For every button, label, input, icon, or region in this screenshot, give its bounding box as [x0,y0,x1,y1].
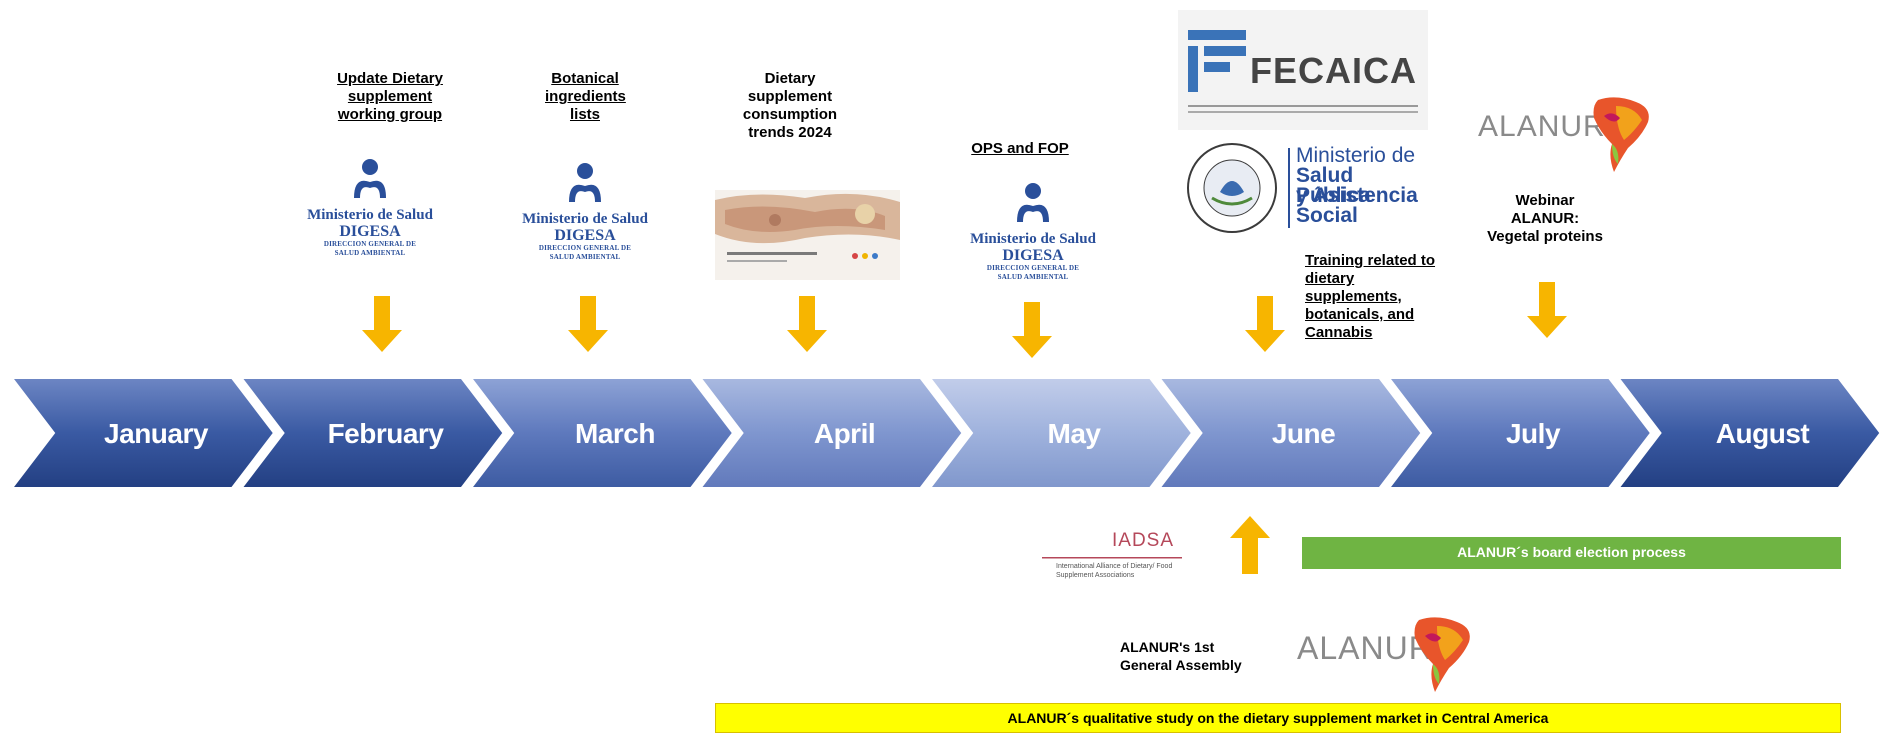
ministerio-person-icon [1017,183,1049,222]
mspas-line3: y Asistencia [1296,184,1418,207]
mspas-line4: Social [1296,204,1358,227]
month-chevron-april [698,377,964,489]
general-assembly-label: ALANUR's 1st General Assembly [1120,639,1242,673]
mspas-divider [1288,148,1290,228]
month-label-february: February [328,418,445,449]
ministerio-line2: DIGESA [1002,247,1064,264]
alanur-continent-icon [1414,617,1470,692]
alanur-name: ALANUR [1297,630,1433,666]
month-label-august: August [1716,418,1810,449]
month-label-january: January [104,418,209,449]
guatemala-seal-icon [1187,143,1277,233]
month-chevron-june [1157,377,1423,489]
july-event-label: Webinar ALANUR: Vegetal proteins [1487,192,1603,245]
fecaica-name: FECAICA [1250,50,1417,91]
mspas-line1: Ministerio de [1296,144,1416,167]
alanur-logo-bottom: ALANUR [1297,612,1477,697]
iadsa-subtitle: International Alliance of Dietary/ Food … [1056,563,1173,579]
arrow-up-icon-june [1230,516,1270,574]
arrow-down-icon-may [1012,302,1052,358]
month-label-july: July [1506,418,1561,449]
arrow-down-icon-july [1527,282,1567,338]
ministerio-line3: DIRECCION GENERAL DE [538,244,632,252]
ministerio-line4: SALUD AMBIENTAL [334,249,406,257]
ministerio-salud-logo-may: Ministerio de Salud DIGESA DIRECCION GEN… [968,182,1098,282]
month-label-june: June [1272,418,1335,449]
ministerio-line4: SALUD AMBIENTAL [997,273,1069,281]
mspas-guatemala-logo: Ministerio de Salud Pública y Asistencia… [1182,140,1432,235]
june-event-label: Training related to dietary supplements,… [1305,252,1436,341]
qualitative-study-bar: ALANUR´s qualitative study on the dietar… [715,703,1841,733]
iadsa-logo: IADSA International Alliance of Dietary/… [1042,530,1182,590]
month-chevron-august [1616,377,1881,489]
month-chevron-february [239,377,505,489]
ministerio-line1: Ministerio de Salud [522,211,648,227]
arrow-down-icon-february [362,296,402,352]
ministerio-salud-logo-february: Ministerio de Salud DIGESA DIRECCION GEN… [305,158,435,258]
board-election-bar: ALANUR´s board election process [1302,537,1841,569]
february-event-label: Update Dietary supplement working group [337,70,443,123]
fecaica-logo: FECAICA [1178,10,1428,130]
ministerio-line2: DIGESA [554,227,616,244]
iadsa-name: IADSA [1112,530,1175,551]
arrow-down-icon-june [1245,296,1285,352]
arrow-down-icon-march [568,296,608,352]
month-label-march: March [575,418,655,449]
ministerio-line1: Ministerio de Salud [307,207,433,223]
month-label-april: April [814,418,875,449]
march-event-label: Botanical ingredients lists [545,70,626,123]
ministerio-line1: Ministerio de Salud [970,231,1096,247]
ministerio-line2: DIGESA [339,223,401,240]
may-event-label: OPS and FOP [971,140,1069,157]
mspas-line2: Salud Pública [1296,164,1371,207]
ministerio-line3: DIRECCION GENERAL DE [986,264,1080,272]
alanur-name: ALANUR [1478,110,1606,143]
ministerio-person-icon [354,159,386,198]
month-chevron-january [9,377,276,489]
consumption-trends-report-thumbnail [715,190,900,280]
fecaica-emblem-icon [1188,30,1418,113]
alanur-continent-icon [1593,97,1649,172]
ministerio-salud-logo-march: Ministerio de Salud DIGESA DIRECCION GEN… [520,162,650,262]
month-chevron-july [1386,377,1653,489]
ministerio-line3: DIRECCION GENERAL DE [323,240,417,248]
month-chevron-may [927,377,1194,489]
arrow-down-icon-april [787,296,827,352]
ministerio-person-icon [569,163,601,202]
april-event-label: Dietary supplement consumption trends 20… [742,70,838,141]
iadsa-divider [1042,557,1182,559]
month-label-may: May [1048,418,1102,449]
month-chevron-march [468,377,735,489]
ministerio-line4: SALUD AMBIENTAL [549,253,621,261]
alanur-logo-top: ALANUR [1478,92,1658,177]
